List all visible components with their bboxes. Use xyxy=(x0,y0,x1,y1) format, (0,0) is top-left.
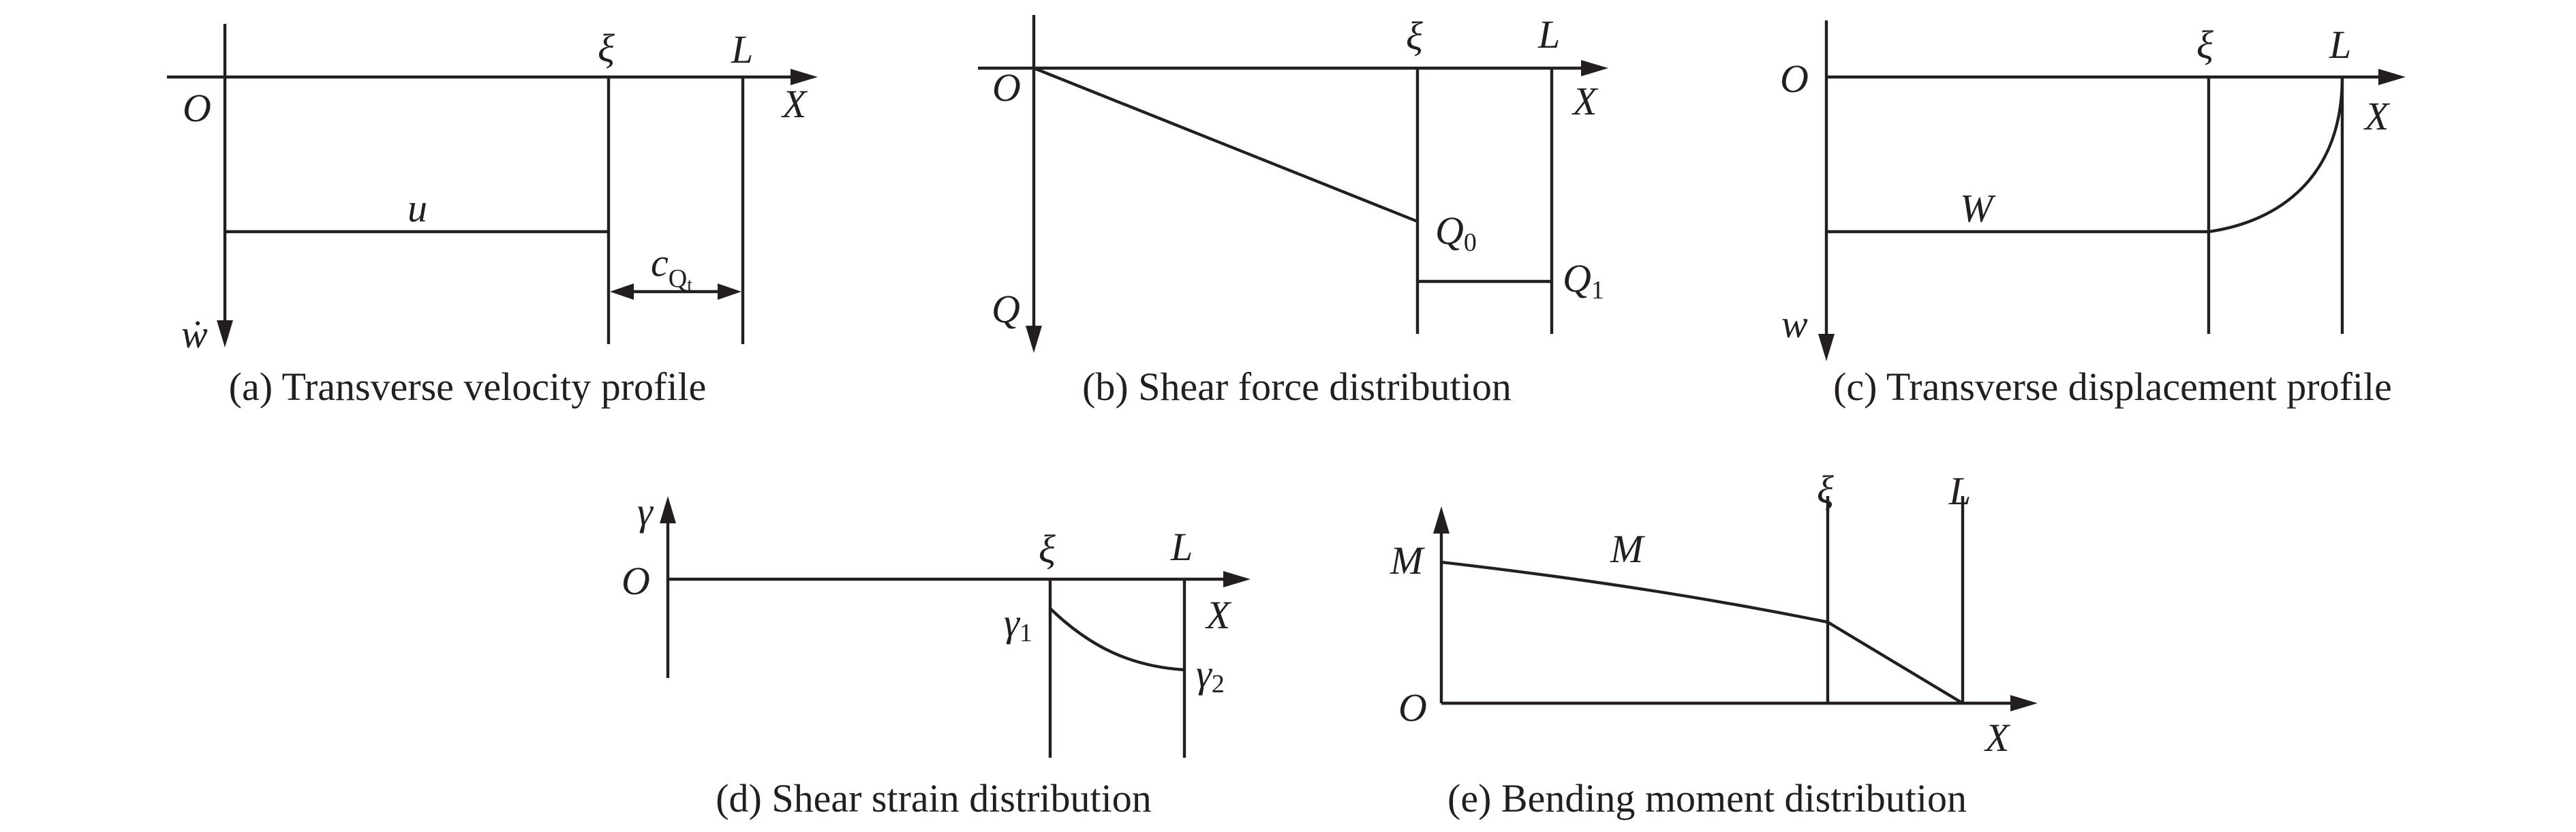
panel-a-wave-arrowhead-left xyxy=(610,283,634,300)
panel-a-caption: (a) Transverse velocity profile xyxy=(229,365,707,409)
panel-e-origin-label: O xyxy=(1398,685,1427,730)
panel-b-q0-label: Q0 xyxy=(1435,209,1477,257)
panel-c-origin-label: O xyxy=(1780,57,1809,101)
panel-d-gamma1-label: γ1 xyxy=(1004,600,1032,647)
panel-a-x-label: X xyxy=(781,82,808,126)
panel-e-curve-label: M xyxy=(1610,527,1645,571)
panel-a-wave-arrowhead-right xyxy=(718,283,741,300)
panel-b-q1-label: Q1 xyxy=(1563,256,1604,305)
panel-e-moment-curve xyxy=(1441,560,1828,624)
panel-d-origin-label: O xyxy=(622,559,650,603)
panel-e-xi-label: ξ xyxy=(1817,467,1834,512)
panel-a-u-label: u xyxy=(408,186,427,230)
panel-e-l-label: L xyxy=(1948,469,1971,513)
panel-d-xi-label: ξ xyxy=(1039,527,1056,571)
panel-b-caption: (b) Shear force distribution xyxy=(1082,365,1512,409)
panel-e-moment-line xyxy=(1826,621,1964,705)
panel-a: O ξ L X ẇ u cQt (a) Transverse velocity … xyxy=(167,24,818,409)
panel-e-caption: (e) Bending moment distribution xyxy=(1447,776,1967,820)
panel-d: O γ ξ L X γ1 γ2 (d) Shear strain distrib… xyxy=(622,489,1251,820)
panel-d-x-label: X xyxy=(1205,593,1232,637)
panel-d-y-label: γ xyxy=(637,489,654,534)
panel-d-strain-curve xyxy=(1049,607,1185,672)
panel-d-gamma2-label: γ2 xyxy=(1196,651,1225,698)
panel-a-l-label: L xyxy=(731,27,753,72)
panel-d-y-arrowhead xyxy=(660,496,676,523)
panel-c-displacement-curve xyxy=(2208,76,2344,234)
panel-e-y-arrowhead xyxy=(1433,506,1450,534)
panel-c-y-label: w xyxy=(1781,302,1808,346)
panel-e-x-arrowhead xyxy=(2010,695,2038,711)
panel-c-y-arrowhead xyxy=(1818,334,1835,361)
panel-c-x-label: X xyxy=(2363,94,2391,138)
panel-b-shear-line xyxy=(1033,66,1418,224)
panel-c-w-label: W xyxy=(1960,186,1996,230)
panel-a-y-label: ẇ xyxy=(181,312,208,356)
panel-d-caption: (d) Shear strain distribution xyxy=(716,776,1152,820)
panel-b: O ξ L X Q Q0 Q1 (b) Shear force distribu… xyxy=(978,12,1608,409)
panel-e: M O M ξ L X (e) Bending moment distribut… xyxy=(1390,467,2038,820)
panel-b-x-label: X xyxy=(1571,79,1599,123)
panel-d-l-label: L xyxy=(1170,525,1193,569)
panel-c-caption: (c) Transverse displacement profile xyxy=(1833,365,2392,409)
panel-c-xi-label: ξ xyxy=(2196,22,2213,67)
panel-b-x-arrowhead xyxy=(1581,60,1608,76)
panel-a-y-arrowhead xyxy=(217,320,233,348)
panel-d-x-arrowhead xyxy=(1223,571,1251,587)
panel-b-y-label: Q xyxy=(992,287,1020,331)
panel-b-xi-label: ξ xyxy=(1406,14,1423,58)
panel-a-x-arrowhead xyxy=(791,69,818,85)
panel-a-xi-label: ξ xyxy=(598,26,615,70)
panel-b-l-label: L xyxy=(1537,12,1560,57)
panel-e-x-label: X xyxy=(1984,715,2011,760)
panel-e-y-label: M xyxy=(1390,538,1425,583)
panel-b-y-arrowhead xyxy=(1026,326,1042,353)
panel-c-l-label: L xyxy=(2329,22,2351,67)
panel-c: O ξ L X w W (c) Transverse displacement … xyxy=(1780,20,2406,409)
panel-c-x-arrowhead xyxy=(2378,69,2406,85)
panel-a-origin-label: O xyxy=(183,86,211,130)
panel-a-c-label: cQt xyxy=(651,241,692,296)
panel-b-origin-label: O xyxy=(992,65,1021,110)
